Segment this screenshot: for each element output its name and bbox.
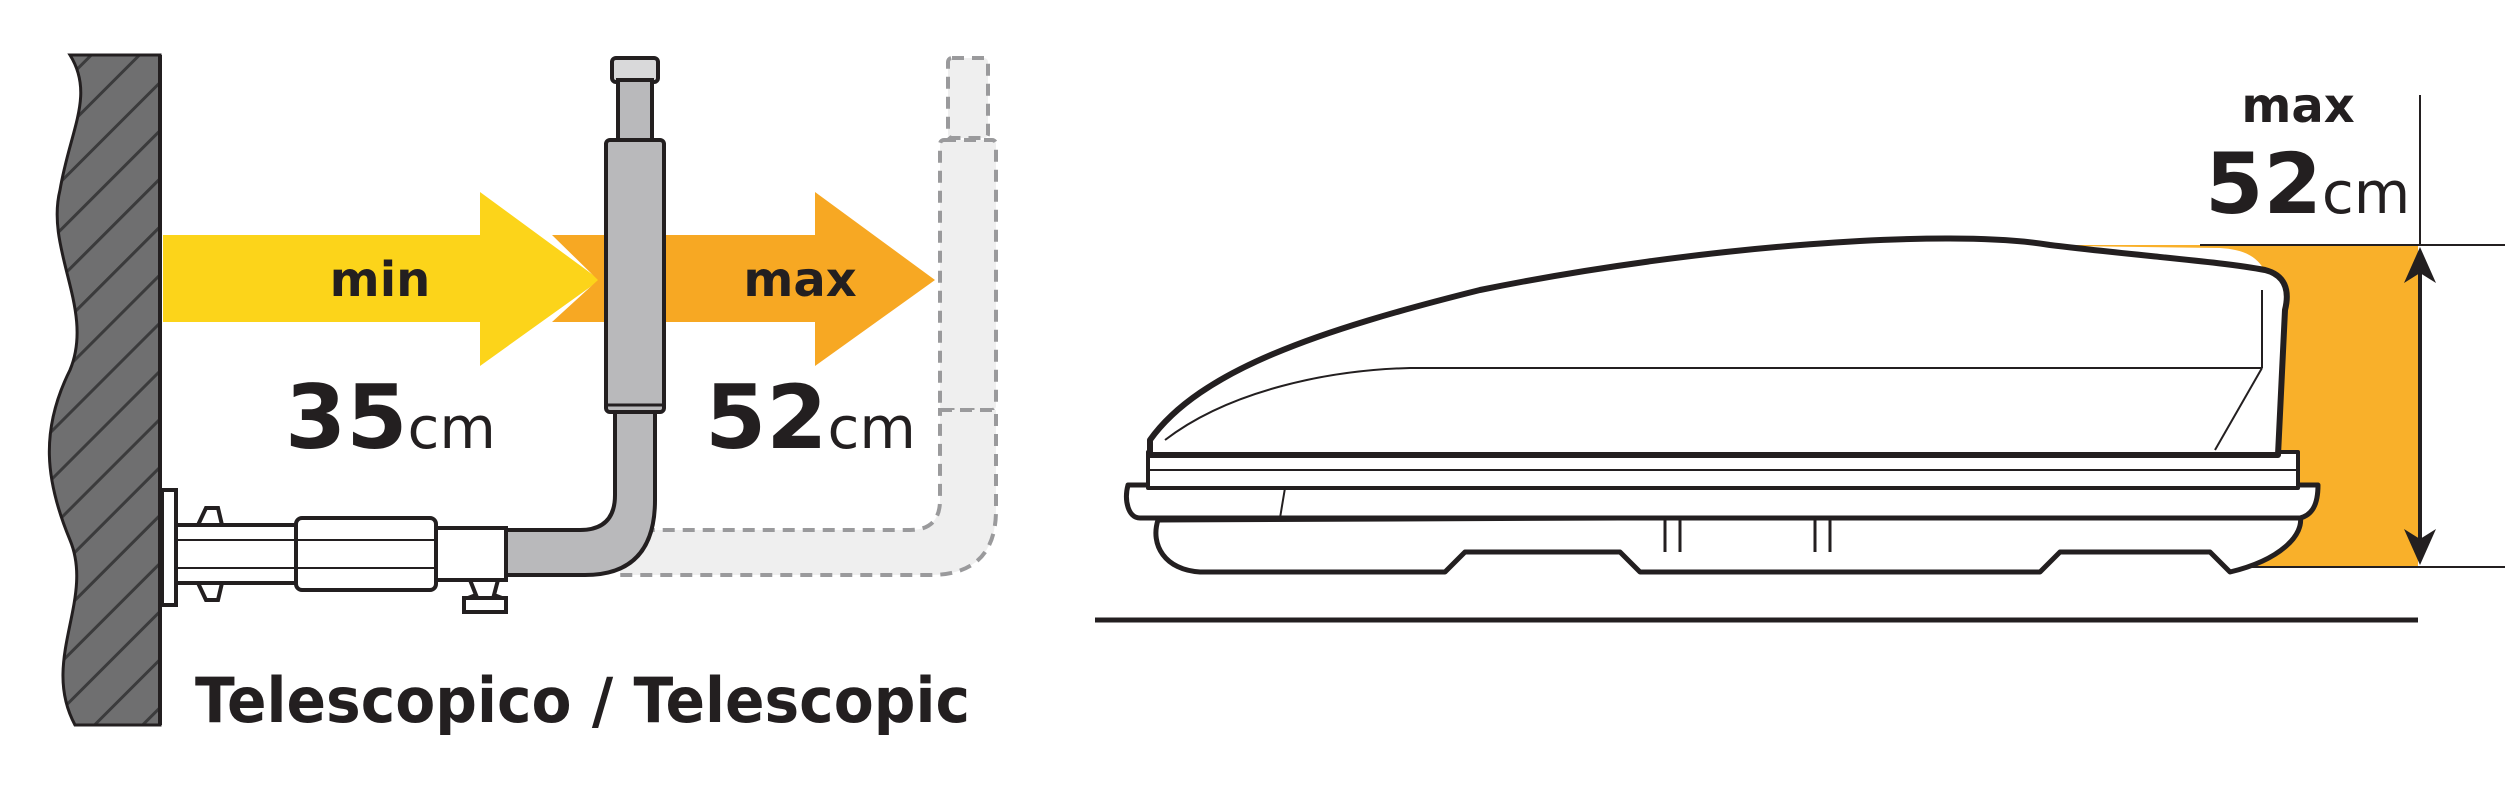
wall [47, 53, 162, 727]
arrow-max-label: max [743, 252, 856, 308]
extended-bar-outline [618, 56, 998, 577]
height-max-label: max [2241, 78, 2354, 134]
height-value: 52 [2205, 135, 2322, 233]
max-length-value: 52cm [705, 366, 916, 469]
telescopic-panel: min max 35cm 52cm Telescopico / Telescop… [47, 53, 998, 737]
wall-mount [160, 488, 508, 614]
panel-caption: Telescopico / Telescopic [195, 664, 970, 737]
height-unit: cm [2322, 159, 2410, 227]
arrow-min-label: min [330, 252, 431, 308]
telescopic-bar [503, 56, 666, 577]
max-unit: cm [827, 394, 915, 462]
height-value-text: 52cm [2205, 135, 2410, 233]
min-unit: cm [407, 394, 495, 462]
min-length-value: 35cm [285, 366, 496, 469]
arrow-up-icon [2404, 247, 2436, 283]
max-value: 52 [705, 366, 827, 469]
roof-box-panel: max 52cm [1095, 78, 2505, 623]
min-arrow [163, 192, 600, 366]
min-value: 35 [285, 366, 407, 469]
arrow-down-icon [2404, 529, 2436, 565]
roof-box [1124, 235, 2321, 575]
